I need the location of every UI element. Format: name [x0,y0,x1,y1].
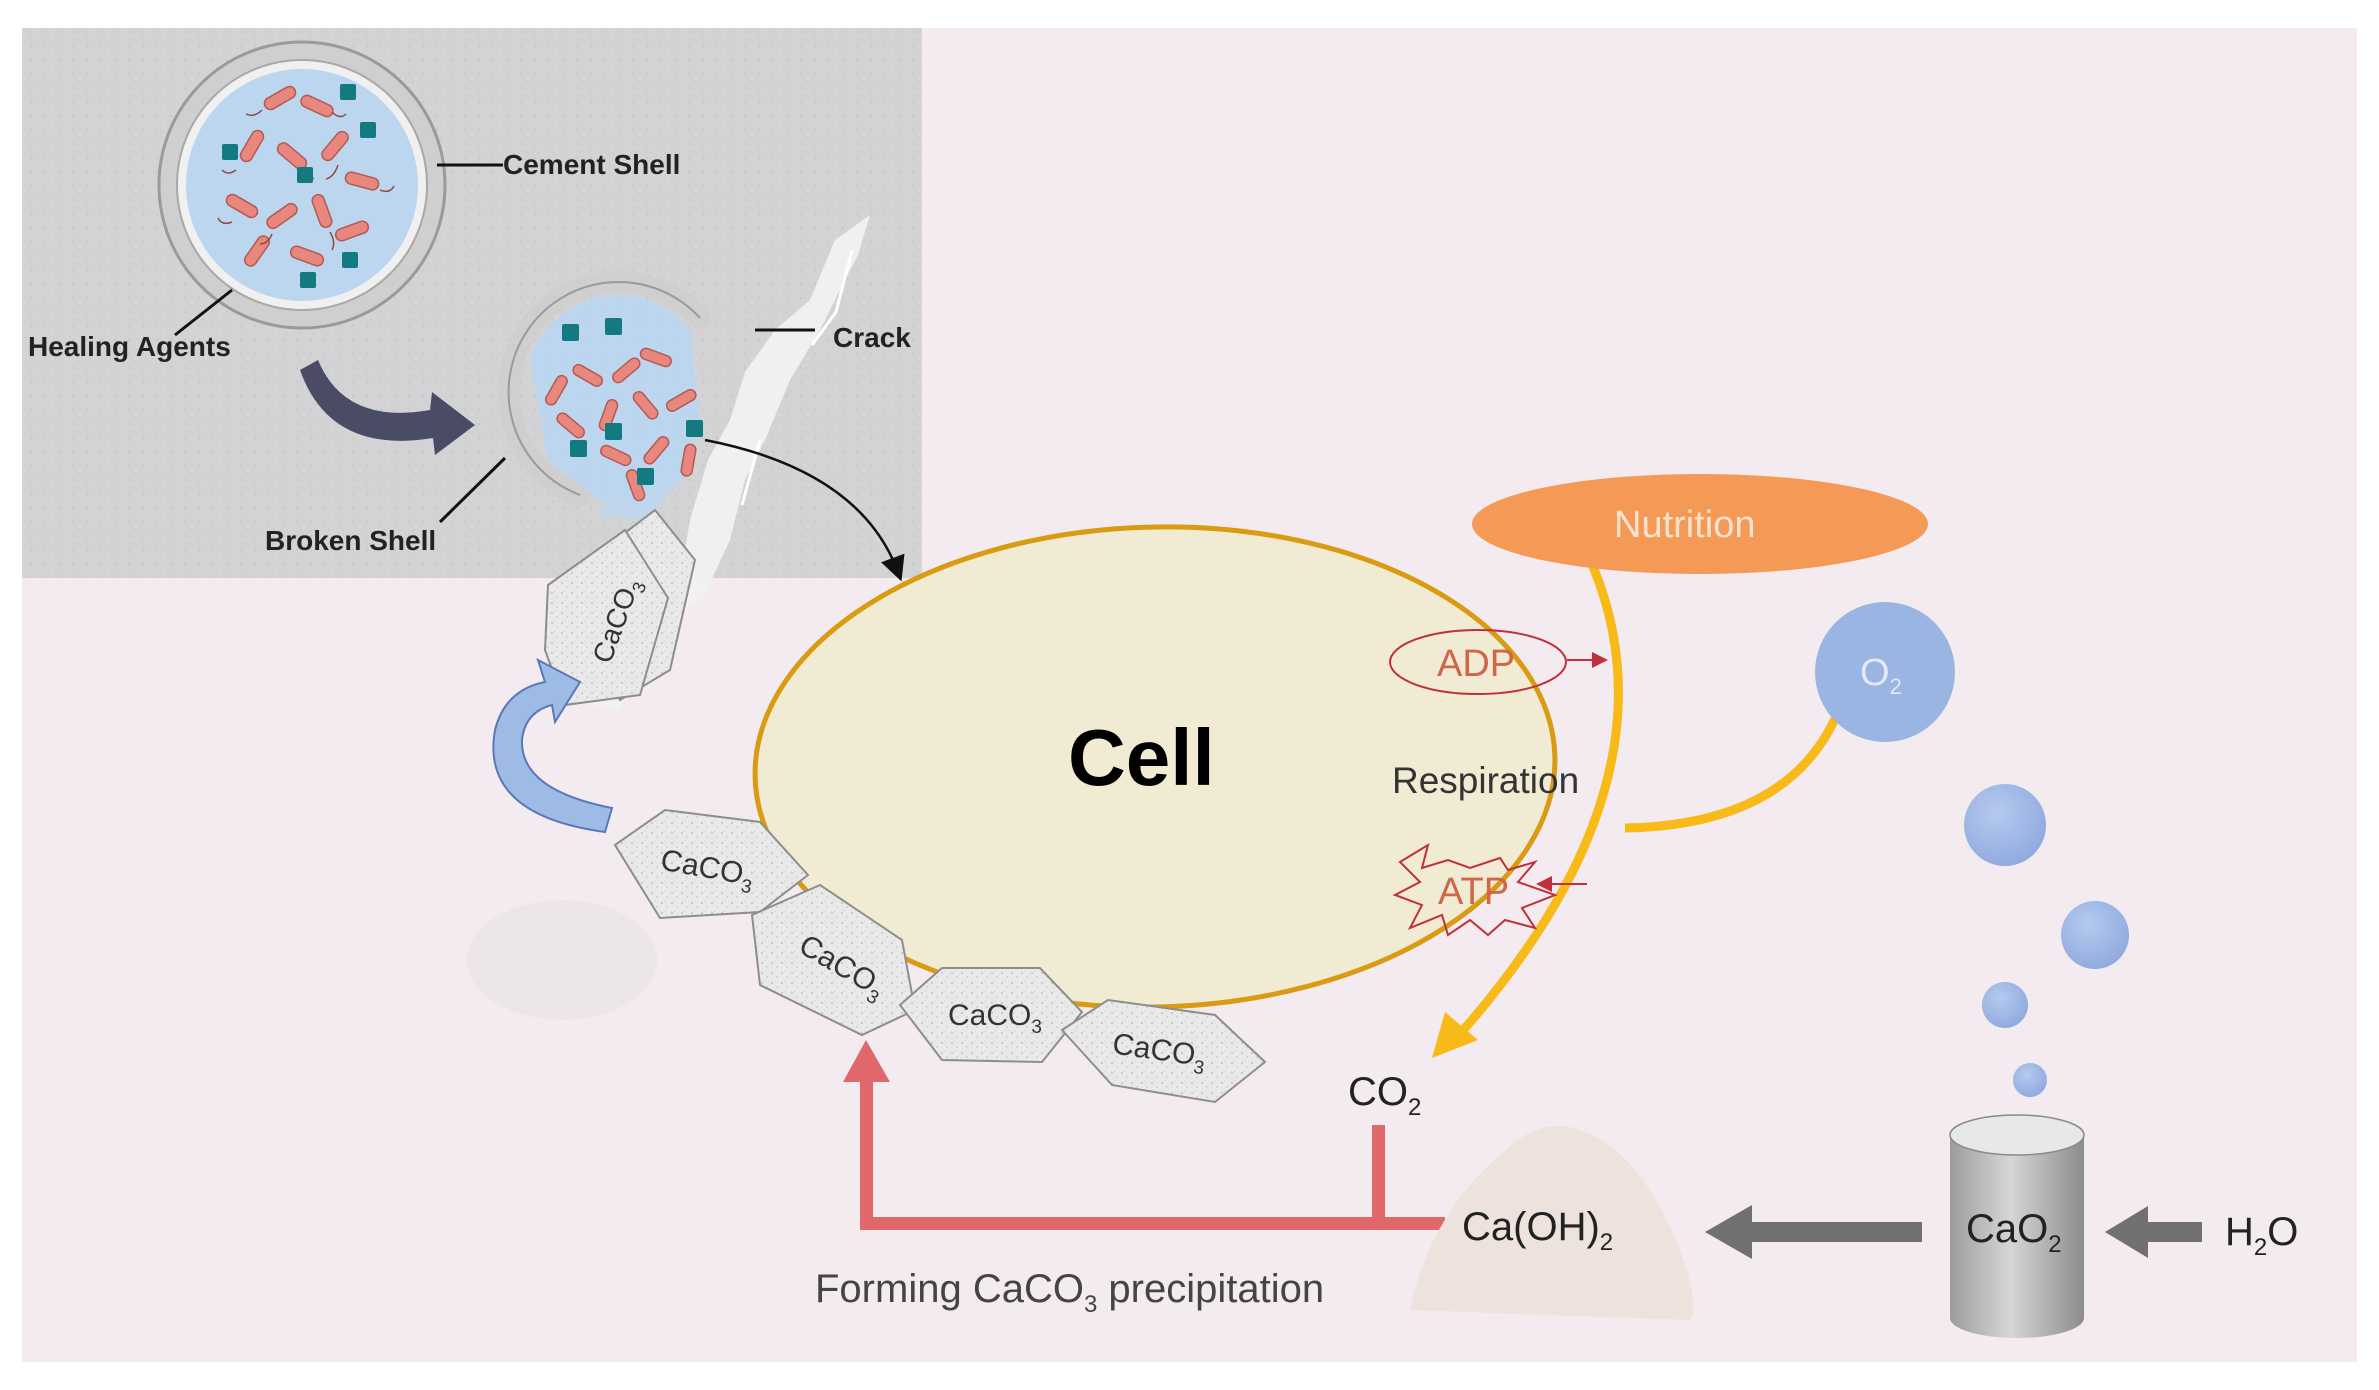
caco3-crystal-vertical: CaCO3 [543,508,697,707]
powder-pile-icon [1410,1125,1694,1320]
adp-oval [1389,629,1567,695]
caco3-crystal: CaCO3 [1060,998,1267,1104]
nutrition-ellipse [1472,474,1928,574]
atp-burst [1392,842,1558,937]
broken-capsule-icon [497,271,711,520]
co2-label: CO2 [1348,1070,1421,1121]
transition-arrow [300,360,475,455]
cylinder-icon [1949,1114,2085,1338]
faint-powder [467,900,657,1020]
release-arrow [704,438,905,582]
caco3-crystal: CaCO3 [750,883,917,1037]
healing-agents-label: Healing Agents [28,331,231,362]
nutrition-pathway [1446,553,1623,1049]
upward-curved-arrow [492,657,614,834]
caoh2-label: Ca(OH)2 [1462,1205,1613,1256]
h2o-label: H2O [2225,1210,2298,1261]
bacteria-icon [225,85,380,267]
cao2-to-caoh2-arrow [1705,1205,1922,1259]
o2-label: O2 [1860,652,1902,699]
capsule-icon [157,40,447,330]
caco3-crystal: CaCO3 [613,808,810,920]
precipitation-label: Forming CaCO3 precipitation [815,1267,1324,1318]
caco3-chain: CaCO3 CaCO3 CaCO3 CaCO3 [613,808,1267,1104]
precipitation-arrow [843,1040,1445,1230]
cell-title: Cell [1068,713,1215,802]
atp-label: ATP [1438,871,1509,913]
svg-text:CaCO3: CaCO3 [948,999,1042,1038]
nutrition-label: Nutrition [1614,504,1756,546]
o2-bubble [1815,602,1955,742]
respiration-label: Respiration [1392,760,1579,801]
co2-arrowhead [1432,1012,1478,1058]
crack-shape [588,215,870,710]
caco3-crystal: CaCO3 [898,967,1084,1064]
cement-shell-label: Cement Shell [503,149,680,180]
adp-label: ADP [1437,643,1515,685]
crack-label: Crack [833,322,911,353]
oxygen-pathway [1624,710,1843,833]
nutrient-squares [222,84,376,288]
cao2-label: CaO2 [1966,1207,2062,1258]
bubble-icon [1964,784,2129,1097]
capsule-inset: Cement Shell Healing Agents [22,28,922,710]
broken-shell-label: Broken Shell [265,525,436,556]
h2o-to-cao2-arrow [2105,1206,2202,1258]
